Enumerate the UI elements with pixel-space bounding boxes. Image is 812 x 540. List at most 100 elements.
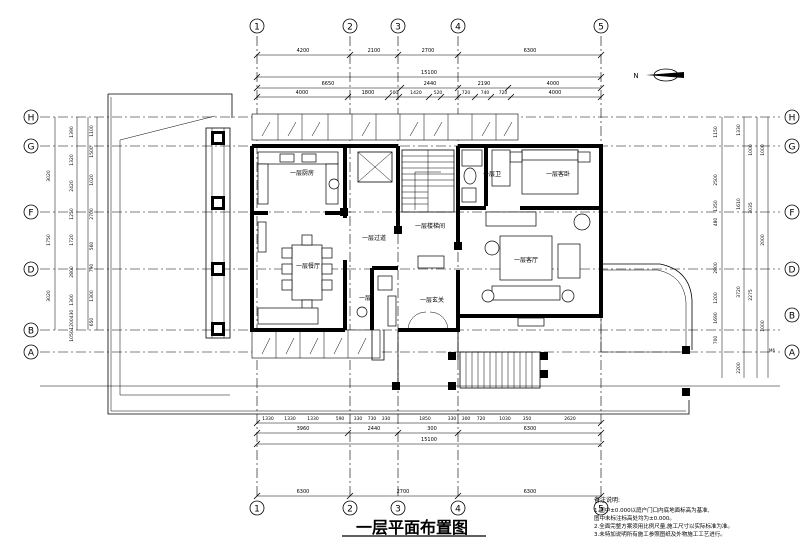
right-terrace [600, 263, 693, 396]
dim-bottom: 6300 [524, 426, 537, 432]
dim-top: 4200 [297, 48, 310, 54]
axis-bubbles-left: H G F D B A [23, 109, 39, 360]
bath-fixtures [461, 149, 483, 203]
dim-right: 2000 [760, 234, 766, 246]
dim-bottom: 330 [382, 416, 391, 422]
dim-right: 1150 [713, 126, 719, 138]
dim-right: 2500 [713, 174, 719, 186]
building-walls [250, 144, 603, 385]
axis-label-D: D [28, 266, 35, 276]
room-label-living: 一层客厅 [514, 256, 538, 264]
axis-label-2: 2 [347, 23, 353, 33]
axis-label-1-bottom: 1 [254, 505, 260, 515]
room-label-corridor: 一层过道 [362, 234, 386, 242]
room-labels: 一层厨房 一层卫 一层客卧 一层过道 一层楼梯间 一层餐厅 一层客厅 一层 一层… [290, 169, 570, 304]
dim-left: 3020 [46, 290, 52, 302]
top-dimensions: 4200 2100 2700 6300 15100 6650 2440 2190… [253, 48, 605, 101]
dim-bottom: 1330 [307, 416, 319, 422]
kitchen-furniture [257, 151, 340, 205]
dim-right: 2800 [713, 262, 719, 274]
side-label: M6 [769, 348, 775, 353]
left-dimensions: 3020 1750 3020 1390 1320 2420 1250 1720 … [46, 117, 98, 342]
bottom-window-band [251, 329, 381, 359]
notes: 备注说明: 1.图中±0.000以庭户门口内底地面标高为基准, 图中未标注标高处… [594, 496, 733, 538]
axis-label-F-right: F [789, 209, 794, 219]
room-label-dining: 一层餐厅 [296, 262, 320, 270]
drawing-title: 一层平面布置图 [356, 518, 468, 537]
dim-right: 2275 [748, 289, 754, 301]
dim-bottom: 1330 [284, 416, 296, 422]
axis-label-A: A [28, 349, 35, 359]
axis-bubbles-top: 1 2 3 4 5 [249, 18, 609, 34]
dim-bottom: 2700 [397, 489, 410, 495]
dim-left: 1320 [69, 154, 75, 166]
dim-bottom: 2440 [368, 426, 381, 432]
dim-bottom: 1030 [499, 416, 511, 422]
dim-left: 430 [69, 310, 75, 319]
dim-right: 1000 [760, 320, 766, 332]
dim-top: 740 [481, 90, 490, 96]
axis-label-3: 3 [395, 23, 401, 33]
dim-bottom: 730 [368, 416, 377, 422]
dim-left: 1720 [69, 234, 75, 246]
site-boundary [107, 93, 690, 415]
entrance-doors [356, 255, 449, 331]
shaft-box [357, 151, 393, 183]
dim-right: 1000 [760, 144, 766, 156]
dim-top: 2700 [422, 48, 435, 54]
dim-left: 1200 [69, 318, 75, 330]
dim-top-total: 15100 [421, 70, 437, 76]
room-label-bedroom: 一层客卧 [546, 170, 570, 178]
dim-left: 2420 [69, 180, 75, 192]
dim-left: 1500 [89, 146, 95, 158]
axis-label-5-bottom: 5 [598, 505, 604, 515]
axis-label-F: F [28, 209, 33, 219]
room-label-entrance: 一层玄关 [420, 296, 444, 304]
axis-label-B-right: B [789, 312, 795, 322]
dim-left: 1100 [89, 125, 95, 137]
dim-top: 500 [390, 90, 399, 96]
dim-bottom: 3960 [297, 426, 310, 432]
dim-right: 700 [713, 336, 719, 345]
living-furniture [481, 211, 591, 327]
dim-bottom: 590 [336, 416, 345, 422]
north-arrow-icon: N [633, 68, 684, 82]
axis-bubbles-bottom: 1 2 3 4 5 [249, 500, 609, 516]
dim-right: 1330 [736, 124, 742, 136]
dim-left: 2700 [89, 208, 95, 220]
left-colonnade [205, 127, 231, 339]
axis-label-D-right: D [789, 266, 796, 276]
dim-bottom: 330 [448, 416, 457, 422]
dim-bottom: 6300 [524, 489, 537, 495]
axis-label-G-right: G [789, 143, 796, 153]
axis-label-4: 4 [455, 23, 461, 33]
axis-label-H-right: H [789, 114, 796, 124]
dim-top: 2440 [424, 81, 437, 87]
dim-bottom: 300 [427, 426, 437, 432]
axis-label-4-bottom: 4 [455, 505, 461, 515]
dim-left: 1050 [69, 330, 75, 342]
axis-label-2-bottom: 2 [347, 505, 353, 515]
dim-left: 1020 [89, 174, 95, 186]
dim-left: 790 [89, 264, 95, 273]
dim-top: 720 [462, 90, 471, 96]
dim-right: 2200 [736, 362, 742, 374]
dim-left: 560 [89, 242, 95, 251]
dim-top: 4000 [547, 81, 560, 87]
dim-bottom: 720 [477, 416, 486, 422]
room-label-stair: 一层楼梯间 [415, 222, 445, 230]
dim-left: 1300 [69, 294, 75, 306]
dim-right: 1350 [713, 200, 719, 212]
dim-bottom: 2620 [564, 416, 576, 422]
dim-top: 2100 [368, 48, 381, 54]
dim-left: 2800 [69, 266, 75, 278]
dim-bottom-total: 15100 [421, 437, 437, 443]
axis-label-1: 1 [254, 23, 260, 33]
dim-top: 1800 [362, 90, 375, 96]
dim-right: 3035 [748, 202, 754, 214]
room-label-kitchen: 一层厨房 [290, 169, 314, 177]
dim-right: 1610 [736, 198, 742, 210]
top-window-band [251, 113, 519, 141]
dim-bottom: 350 [523, 416, 532, 422]
